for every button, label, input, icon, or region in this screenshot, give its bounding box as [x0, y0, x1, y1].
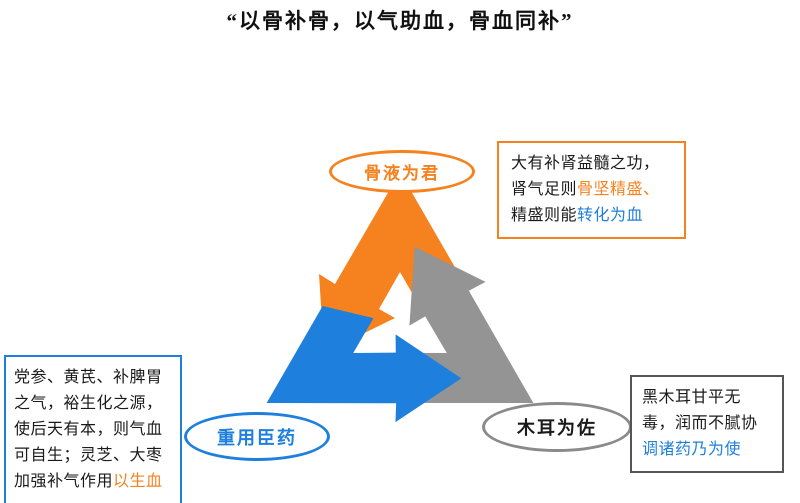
node-bone-liquid-king: 骨液为君 — [329, 150, 475, 193]
note-bone-liquid-king: 大有补肾益髓之功，肾气足则骨坚精盛、精盛则能转化为血 — [497, 141, 686, 239]
diagram-title: “以骨补骨，以气助血，骨血同补” — [226, 9, 574, 33]
note-king-text-black-1: 大有补肾益髓之功，肾气足则 — [511, 155, 660, 198]
cycle-arrow-blue — [266, 306, 462, 423]
note-king-text-blue: 转化为血 — [577, 206, 644, 224]
node-minister-herbs: 重用臣药 — [184, 412, 330, 461]
note-minister-text-black: 党参、黄芪、补脾胃之气，裕生化之源，使后天有本，则气血可自生；灵芝、大枣加强补气… — [14, 369, 163, 490]
note-assistant-text-blue: 调诸药乃为使 — [642, 440, 742, 458]
cycle-arrow-orange — [319, 172, 456, 353]
note-minister-herbs: 党参、黄芪、补脾胃之气，裕生化之源，使后天有本，则气血可自生；灵芝、大枣加强补气… — [4, 355, 182, 503]
note-minister-text-orange: 以生血 — [113, 472, 163, 490]
node-minister-herbs-label: 重用臣药 — [217, 427, 297, 448]
note-wood-ear-assistant: 黑木耳甘平无毒，润而不腻协调诸药乃为使 — [630, 375, 784, 473]
note-assistant-text-black: 黑木耳甘平无毒，润而不腻协 — [642, 389, 758, 432]
note-king-text-orange: 骨坚精盛、 — [577, 180, 660, 198]
node-bone-liquid-king-label: 骨液为君 — [364, 164, 440, 183]
node-wood-ear-assistant: 木耳为佐 — [482, 402, 632, 452]
node-wood-ear-assistant-label: 木耳为佐 — [517, 418, 597, 438]
note-king-text-black-2: 精盛则能 — [511, 206, 578, 224]
